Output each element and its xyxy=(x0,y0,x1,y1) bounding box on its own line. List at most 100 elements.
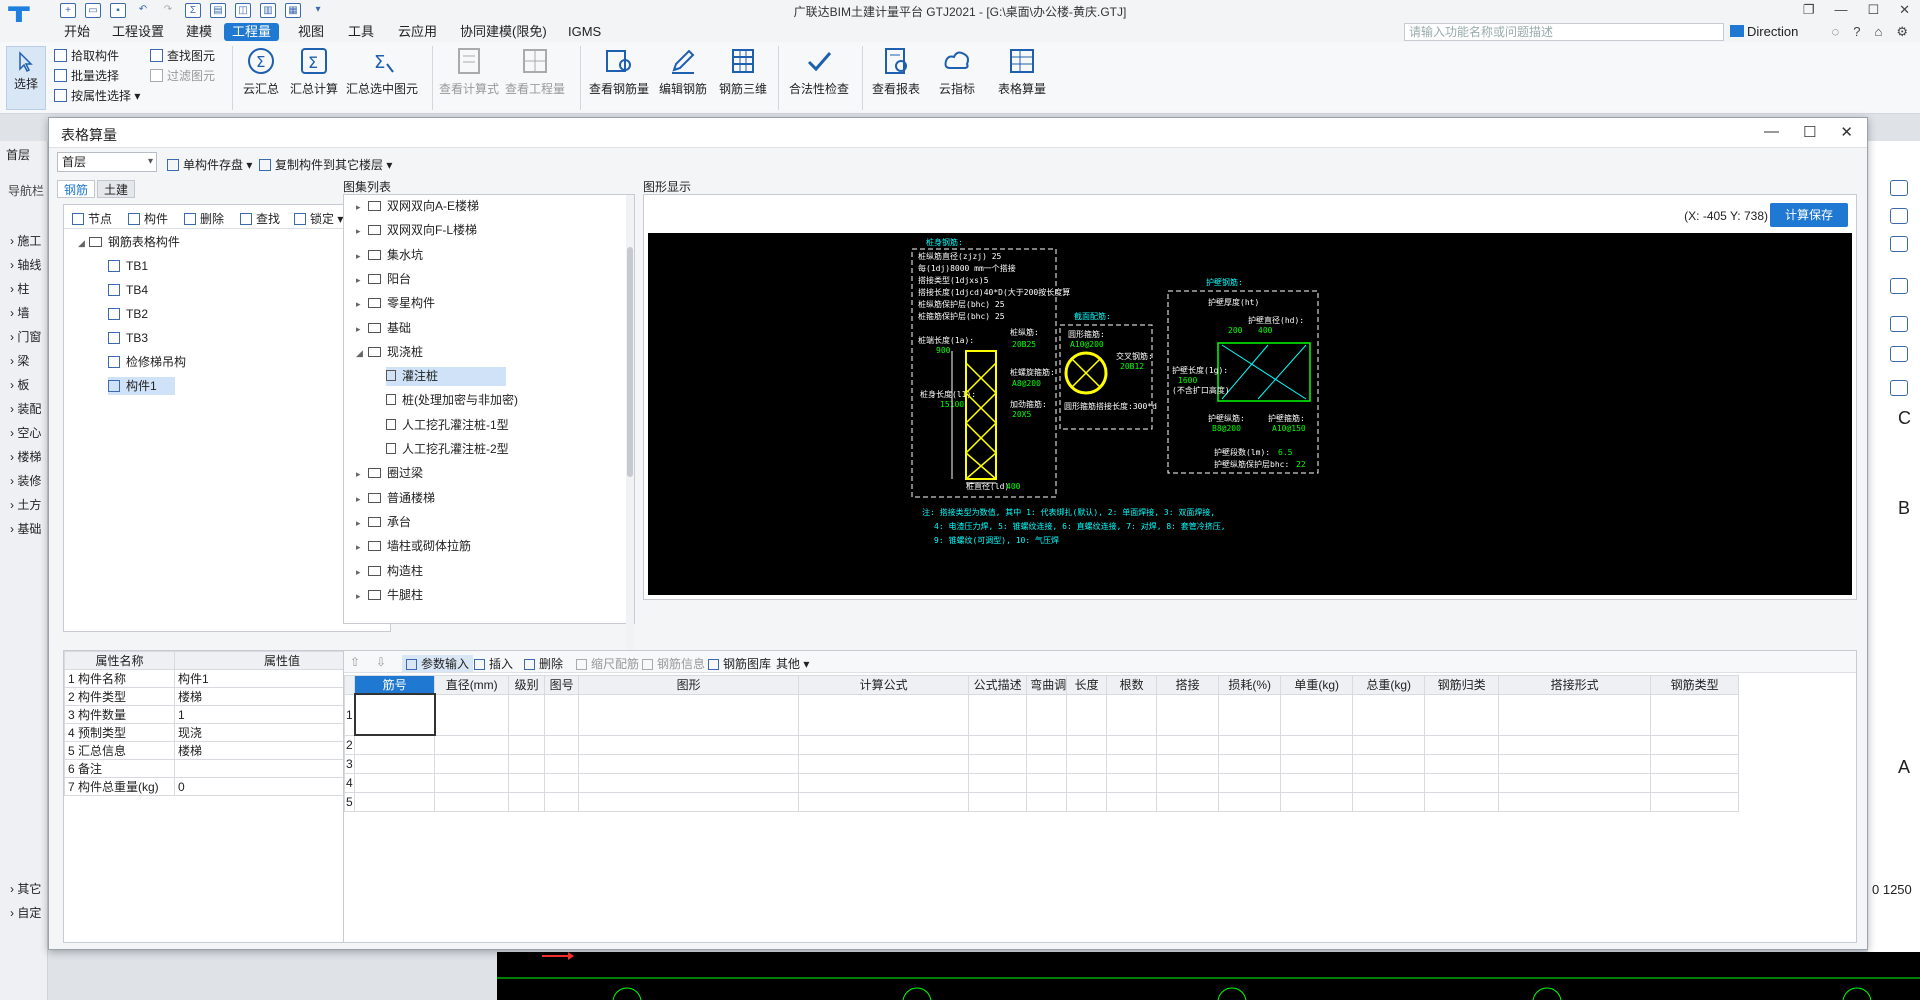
rebar-cell[interactable] xyxy=(578,753,800,774)
nav-item[interactable]: › 其它 xyxy=(10,882,42,896)
rebar-column-header[interactable]: 搭接 xyxy=(1156,675,1220,695)
rebar-cell[interactable] xyxy=(508,753,546,774)
rebar-column-header[interactable]: 级别 xyxy=(508,675,546,695)
rebar-cell[interactable] xyxy=(1424,791,1500,812)
move-down-icon[interactable]: ⇩ xyxy=(376,655,387,669)
rebar-cell[interactable] xyxy=(1352,791,1426,812)
nav-item[interactable]: › 装配 xyxy=(10,402,42,416)
rebar-cell[interactable] xyxy=(1106,772,1158,793)
rebar-column-header[interactable]: 根数 xyxy=(1106,675,1158,695)
rebar-cell[interactable] xyxy=(1156,734,1220,755)
table-icon[interactable]: ▦ xyxy=(285,3,301,18)
rebar-cell[interactable] xyxy=(1066,693,1108,736)
other-menu-button[interactable]: 其他 ▾ xyxy=(776,657,810,671)
view-report-button[interactable]: 查看报表 xyxy=(868,46,924,97)
atlas-item[interactable]: ▸圈过梁 xyxy=(356,464,423,483)
rebar-row[interactable]: 2 xyxy=(343,734,1740,755)
rebar-cell[interactable] xyxy=(1352,753,1426,774)
rebar-cell[interactable] xyxy=(798,693,970,736)
rebar-cell[interactable] xyxy=(1026,791,1068,812)
nav-item[interactable]: › 墙 xyxy=(10,306,30,320)
rebar-cell[interactable] xyxy=(354,772,436,793)
collapse-icon[interactable]: ◢ xyxy=(356,347,363,358)
atlas-item[interactable]: ▸承台 xyxy=(356,513,411,532)
menu-collab[interactable]: 协同建模(限免) xyxy=(460,24,547,39)
rebar-cell[interactable] xyxy=(1026,734,1068,755)
rebar-column-header[interactable]: 公式描述 xyxy=(968,675,1028,695)
account-button[interactable]: Direction xyxy=(1730,24,1798,39)
rebar-cell[interactable] xyxy=(578,791,800,812)
atlas-item[interactable]: 人工挖孔灌注桩-2型 xyxy=(386,440,509,459)
tree-item[interactable]: 构件1 xyxy=(108,377,175,395)
atlas-item[interactable]: ▸双网双向F-L楼梯 xyxy=(356,221,477,240)
add-component-button[interactable]: 构件 xyxy=(128,210,168,227)
new-file-icon[interactable]: + xyxy=(60,3,76,18)
rebar-cell[interactable] xyxy=(1066,772,1108,793)
menu-igms[interactable]: IGMS xyxy=(568,24,602,39)
rebar-cell[interactable] xyxy=(1352,693,1426,736)
rebar-cell[interactable] xyxy=(508,734,546,755)
rebar-column-header[interactable]: 钢筋归类 xyxy=(1424,675,1500,695)
rebar-row[interactable]: 1 xyxy=(343,693,1740,736)
rebar-cell[interactable] xyxy=(1650,772,1740,793)
rebar-cell[interactable] xyxy=(1280,753,1354,774)
atlas-item[interactable]: ▸零星构件 xyxy=(356,294,435,313)
menu-cloud[interactable]: 云应用 xyxy=(398,24,438,39)
nav-item[interactable]: › 门窗 xyxy=(10,330,42,344)
rebar-cell[interactable] xyxy=(1066,734,1108,755)
rebar-cell[interactable] xyxy=(798,734,970,755)
rebar-cell[interactable] xyxy=(1650,791,1740,812)
rebar-column-header[interactable]: 计算公式 xyxy=(798,675,970,695)
rebar-drawing-canvas[interactable]: 桩身钢筋: 桩纵筋直径(zjzj) 25 每(1dj)8000 mm一个搭接 搭… xyxy=(648,233,1852,595)
nav-item[interactable]: › 楼梯 xyxy=(10,450,42,464)
columns-icon[interactable]: ▥ xyxy=(260,3,276,18)
expand-icon[interactable]: ▸ xyxy=(356,202,361,212)
rebar-column-header[interactable]: 单重(kg) xyxy=(1280,675,1354,695)
floor-select[interactable]: 首层 xyxy=(57,152,157,172)
tree-item[interactable]: TB2 xyxy=(108,305,148,323)
rebar-column-header[interactable]: 长度 xyxy=(1066,675,1108,695)
rebar-cell[interactable] xyxy=(434,772,510,793)
rebar-cell[interactable] xyxy=(1650,753,1740,774)
nav-item[interactable]: › 空心 xyxy=(10,426,42,440)
rebar-cell[interactable] xyxy=(1106,734,1158,755)
rebar-cell[interactable] xyxy=(1156,753,1220,774)
add-node-button[interactable]: 节点 xyxy=(72,210,112,227)
rebar-cell[interactable] xyxy=(1218,753,1282,774)
rebar-cell[interactable] xyxy=(578,772,800,793)
view-3d-icon[interactable] xyxy=(1890,208,1908,224)
rebar-cell[interactable] xyxy=(544,772,580,793)
rebar-row[interactable]: 3 xyxy=(343,753,1740,774)
atlas-item[interactable]: ▸构造柱 xyxy=(356,562,423,581)
rebar-cell[interactable] xyxy=(1218,772,1282,793)
rebar-cell[interactable] xyxy=(508,693,546,736)
rebar-cell[interactable] xyxy=(1424,772,1500,793)
batch-select-button[interactable]: 批量选择 xyxy=(54,66,119,86)
rebar-cell[interactable] xyxy=(1498,791,1652,812)
rebar-cell[interactable] xyxy=(1280,693,1354,736)
rebar-cell[interactable] xyxy=(1066,753,1108,774)
rebar-cell[interactable] xyxy=(434,734,510,755)
table-calc-button[interactable]: 表格算量 xyxy=(994,46,1050,97)
fit-view-icon[interactable] xyxy=(1890,316,1908,332)
cube-icon[interactable] xyxy=(1890,236,1908,252)
rebar-library-button[interactable]: 钢筋图库 xyxy=(708,655,771,672)
rebar-cell[interactable] xyxy=(544,791,580,812)
menu-project-settings[interactable]: 工程设置 xyxy=(112,24,165,39)
settings-icon[interactable]: ⚙ xyxy=(1896,24,1908,39)
rebar-cell[interactable] xyxy=(798,772,970,793)
expand-icon[interactable]: ▸ xyxy=(356,493,361,504)
view-rebar-button[interactable]: 查看钢筋量 xyxy=(588,46,650,97)
rebar-column-header[interactable]: 损耗(%) xyxy=(1218,675,1282,695)
atlas-item[interactable]: ▸阳台 xyxy=(356,270,411,289)
rebar-column-header[interactable]: 图形 xyxy=(578,675,800,695)
nav-item[interactable]: › 基础 xyxy=(10,522,42,536)
cube-alt-icon[interactable] xyxy=(1890,278,1908,294)
atlas-scrollbar[interactable] xyxy=(626,195,634,689)
rebar-column-header[interactable]: 图号 xyxy=(544,675,580,695)
rebar-3d-button[interactable]: 钢筋三维 xyxy=(716,46,770,97)
atlas-item[interactable]: 人工挖孔灌注桩-1型 xyxy=(386,416,509,435)
select-button[interactable]: 选择 xyxy=(6,46,46,110)
rebar-cell[interactable] xyxy=(1156,791,1220,812)
rebar-cell[interactable] xyxy=(1498,753,1652,774)
